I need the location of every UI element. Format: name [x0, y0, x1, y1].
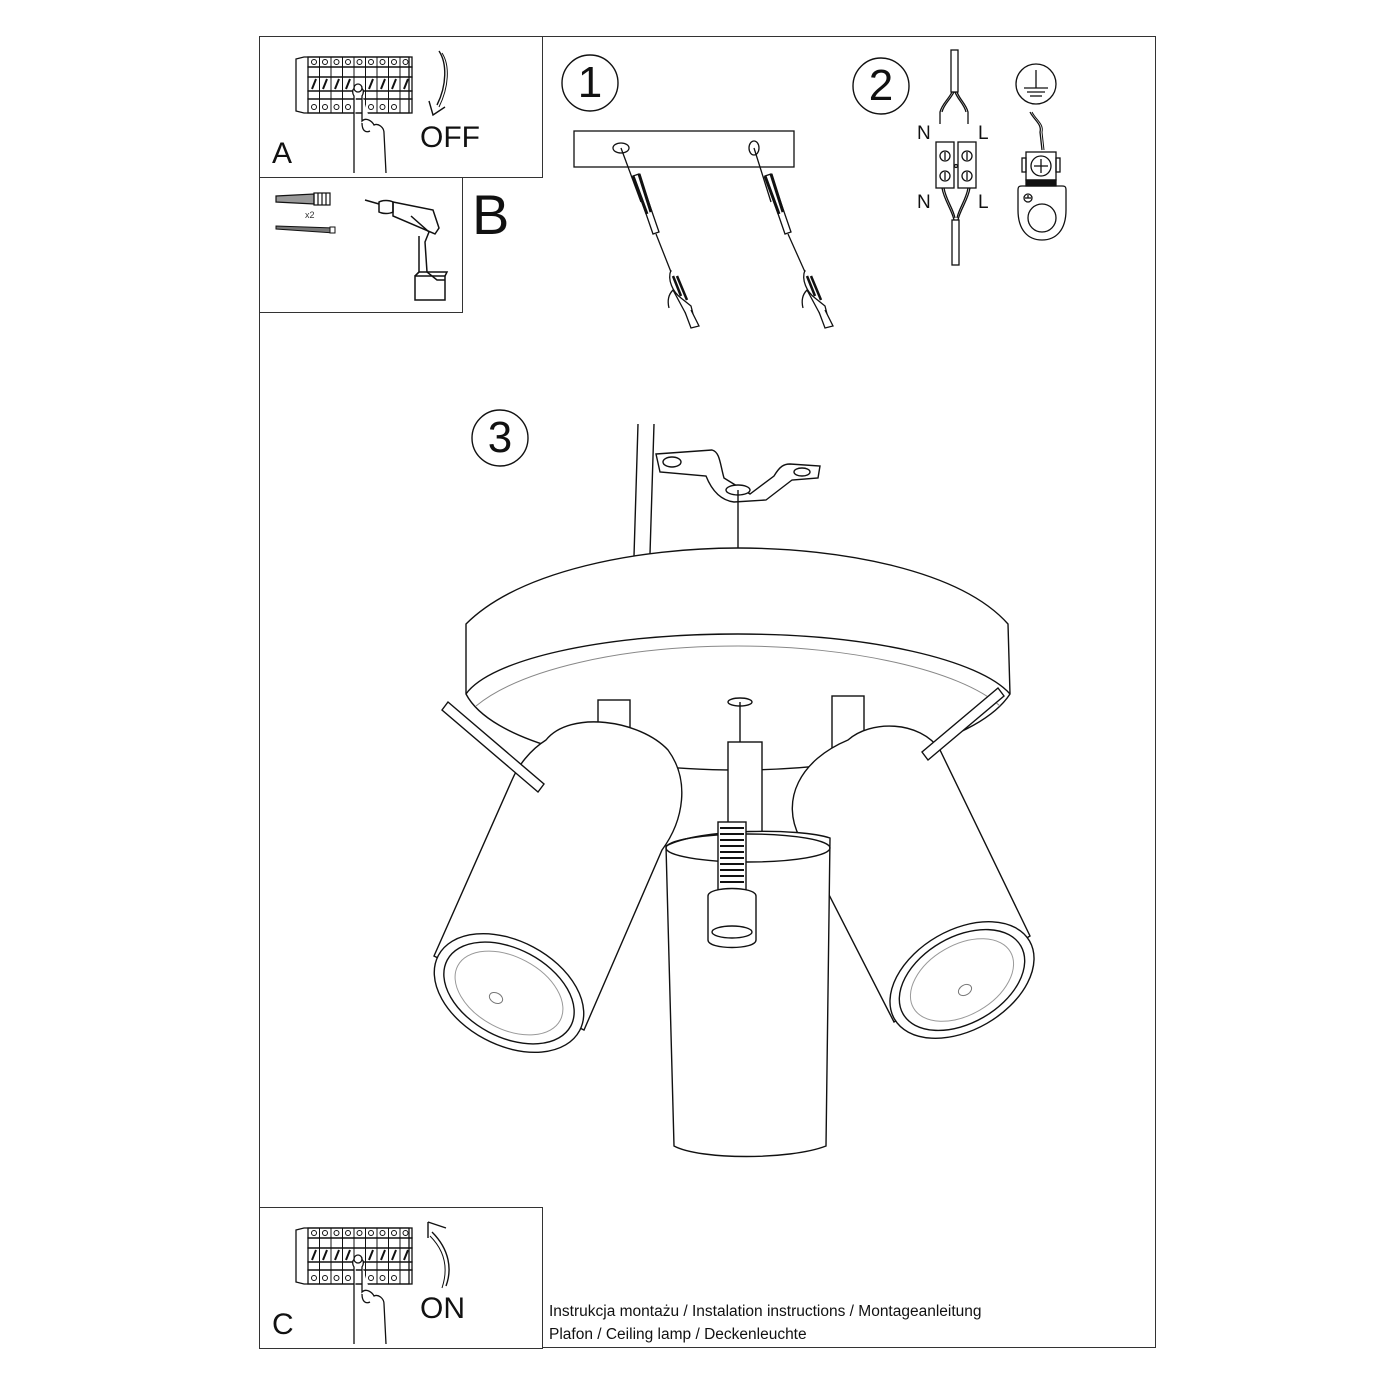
step-1-number: 1	[577, 58, 603, 107]
neutral-label-bottom: N	[917, 192, 931, 213]
terminal-block-drawing	[935, 49, 977, 266]
caption-line-instructions: Instrukcja montażu / Instalation instruc…	[549, 1303, 982, 1320]
live-label-top: L	[978, 123, 989, 144]
panel-c-power-on: C ON	[259, 1207, 543, 1349]
quantity-label: x2	[305, 210, 315, 220]
ground-icon	[1015, 63, 1057, 105]
step-1-badge	[561, 54, 619, 112]
panel-letter-b: B	[472, 183, 510, 246]
wall-plug-icon	[275, 192, 331, 206]
live-label-bottom: L	[978, 192, 989, 213]
off-label: OFF	[420, 121, 480, 154]
step-2-number: 2	[868, 61, 894, 110]
step-3-number: 3	[487, 413, 513, 462]
arrow-down-curved-icon	[428, 50, 448, 117]
drill-icon	[364, 199, 449, 301]
document-caption: Instrukcja montażu / Instalation instruc…	[549, 1300, 982, 1346]
arrow-up-curved-icon	[427, 1221, 450, 1289]
circuit-breaker-icon	[295, 1227, 413, 1345]
panel-a-power-off: A OFF	[259, 36, 543, 178]
screw-icon	[275, 225, 336, 234]
step-3-badge	[471, 409, 529, 467]
ground-terminal-drawing	[1017, 111, 1067, 241]
caption-line-product: Plafon / Ceiling lamp / Deckenleuchte	[549, 1326, 807, 1343]
neutral-label-top: N	[917, 123, 931, 144]
panel-b-tools: x2	[259, 177, 463, 313]
panel-letter-a: A	[272, 137, 293, 170]
page-frame	[259, 36, 1156, 1348]
circuit-breaker-icon	[295, 56, 413, 174]
panel-letter-c: C	[272, 1308, 294, 1341]
step-2-badge	[852, 57, 910, 115]
on-label: ON	[420, 1292, 465, 1325]
ceiling-lamp-drawing	[433, 423, 1035, 1158]
ceiling-bracket-drawing	[573, 130, 834, 329]
